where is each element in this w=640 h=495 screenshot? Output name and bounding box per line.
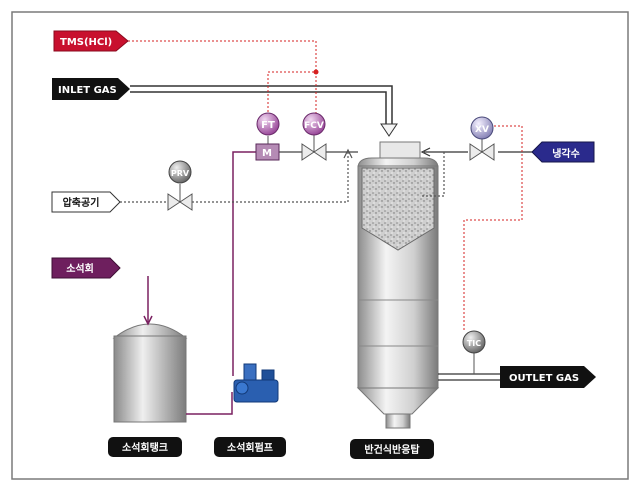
fcv-instrument[interactable]: FCV [302, 112, 326, 136]
ft-fcv-signal-line [267, 71, 317, 116]
tms-tag-label: TMS(HCl) [60, 37, 112, 48]
signal-junction [313, 69, 319, 75]
tic-instrument[interactable]: TIC [462, 330, 486, 374]
compressed-air-line [120, 152, 349, 203]
semi-dry-reactor [356, 141, 440, 429]
motor-label: M [262, 148, 272, 159]
reactor-discharge [385, 413, 411, 429]
lime-tank [112, 323, 188, 423]
prv-label: PRV [171, 169, 190, 178]
lime-pump-label: 소석회펌프 [227, 441, 273, 454]
reactor-label: 반건식반응탑 [364, 443, 420, 456]
lime-feed-arrow-icon [143, 315, 153, 326]
tms-signal-line [128, 40, 317, 72]
motor-box[interactable]: M [255, 143, 280, 161]
air-arrow-icon [343, 148, 353, 159]
inlet-gas-label: INLET GAS [58, 85, 117, 96]
cooling-branch-line [422, 152, 445, 197]
lime-tank-body [113, 335, 187, 423]
hydrated-lime-label: 소석회 [66, 262, 94, 275]
reactor-spray-cone [361, 167, 435, 251]
compressed-air-tag: 압축공기 [51, 191, 121, 213]
pump-discharge-line [232, 151, 256, 376]
fcv-label: FCV [304, 121, 324, 131]
prv-valve[interactable] [167, 184, 193, 211]
prv-instrument[interactable]: PRV [168, 160, 192, 184]
lime-pump-label-box: 소석회펌프 [214, 437, 286, 457]
outlet-gas-duct [438, 373, 500, 381]
water-arrow-icon [420, 147, 431, 157]
reactor-label-box: 반건식반응탑 [350, 439, 434, 459]
reactor-hopper [356, 387, 440, 415]
compressed-air-label: 압축공기 [63, 196, 100, 209]
outlet-gas-tag: OUTLET GAS [500, 366, 596, 388]
ft-instrument[interactable]: FT [256, 112, 280, 144]
fcv-valve[interactable] [301, 132, 327, 161]
cooling-water-label: 냉각수 [552, 147, 580, 160]
inlet-gas-tag: INLET GAS [52, 78, 130, 100]
xv-valve[interactable] [469, 138, 495, 161]
cooling-water-tag: 냉각수 [531, 141, 595, 163]
lime-tank-label-box: 소석회탱크 [108, 437, 182, 457]
tms-tag: TMS(HCl) [53, 30, 129, 52]
xv-label: XV [475, 125, 489, 135]
outlet-gas-label: OUTLET GAS [509, 373, 579, 384]
inlet-arrow-icon [380, 123, 398, 137]
hydrated-lime-tag: 소석회 [51, 257, 121, 279]
ft-label: FT [261, 120, 275, 131]
xv-instrument[interactable]: XV [470, 116, 494, 140]
tank-to-pump-line [186, 392, 233, 415]
inlet-gas-duct [130, 85, 393, 124]
lime-tank-label: 소석회탱크 [122, 441, 168, 454]
reactor-inlet-nozzle [379, 141, 421, 161]
lime-pump[interactable] [233, 363, 279, 403]
tic-label: TIC [467, 339, 481, 348]
